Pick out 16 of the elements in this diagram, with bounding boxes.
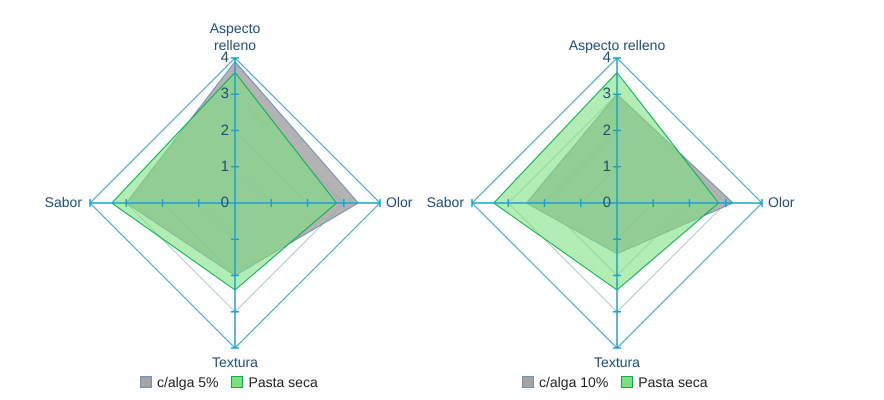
tick-label: 3	[220, 85, 229, 102]
axis-label: Sabor	[44, 194, 82, 211]
legend-label: Pasta seca	[248, 374, 318, 390]
tick-label: 2	[602, 122, 611, 138]
tick-label: 2	[220, 122, 229, 138]
axis-label: Olor	[386, 194, 412, 211]
tick-label: 1	[220, 158, 229, 175]
legend-label: Pasta seca	[638, 374, 708, 390]
tick-label: 1	[602, 158, 611, 175]
legend-label: c/alga 5%	[157, 374, 218, 390]
axis-label: Textura	[211, 354, 259, 371]
axis-label: Sabor	[426, 194, 464, 211]
legend-label: c/alga 10%	[539, 374, 608, 390]
tick-label: 3	[602, 85, 611, 102]
axis-label: Textura	[593, 354, 641, 371]
axis-label: Olor	[768, 194, 794, 211]
